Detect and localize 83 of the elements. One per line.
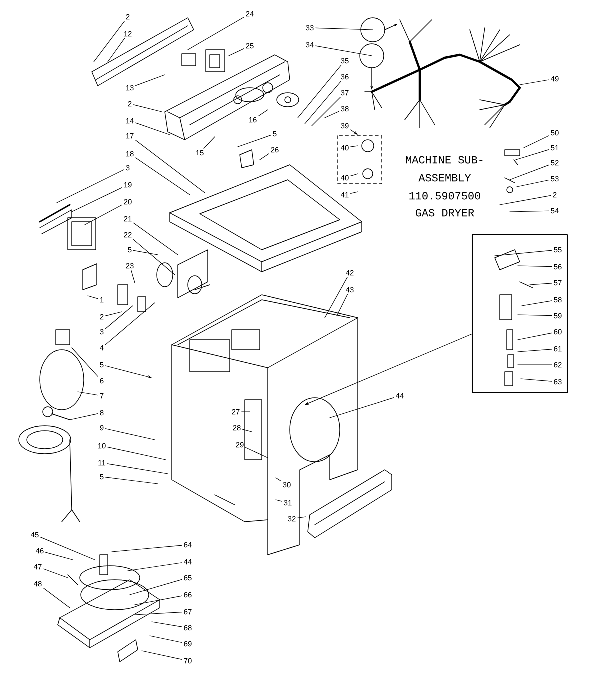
leader-line bbox=[516, 180, 550, 188]
leader-line bbox=[242, 429, 252, 432]
leader-line bbox=[107, 464, 168, 474]
leader-line bbox=[188, 17, 244, 50]
leader-line bbox=[40, 537, 96, 560]
detail-inset-box bbox=[472, 234, 568, 394]
leader-line bbox=[204, 136, 216, 149]
leader-line bbox=[522, 300, 552, 306]
leader-line bbox=[330, 398, 394, 418]
leader-line bbox=[518, 314, 552, 316]
assembly-title: ASSEMBLY bbox=[418, 174, 472, 182]
leader-line bbox=[84, 204, 122, 226]
leader-line bbox=[134, 596, 182, 606]
leader-line bbox=[44, 588, 70, 608]
leader-line bbox=[105, 477, 158, 484]
leader-line bbox=[112, 545, 182, 552]
leader-line bbox=[108, 446, 166, 460]
leader-line bbox=[350, 130, 358, 135]
leader-line bbox=[72, 188, 122, 212]
leader-line bbox=[494, 250, 552, 256]
leader-line bbox=[530, 283, 552, 286]
leader-line bbox=[316, 28, 374, 30]
leader-line bbox=[260, 154, 270, 160]
leader-line bbox=[316, 46, 372, 56]
assembly-title: GAS DRYER bbox=[416, 209, 474, 217]
leader-line bbox=[228, 48, 244, 56]
leader-line bbox=[312, 97, 341, 126]
leader-line bbox=[238, 135, 272, 148]
leader-line bbox=[108, 38, 126, 62]
leader-line bbox=[128, 562, 182, 572]
leader-line bbox=[130, 270, 136, 284]
connector-arrow bbox=[305, 334, 472, 405]
leader-line bbox=[336, 294, 348, 316]
leader-line bbox=[510, 164, 550, 180]
leader-line bbox=[133, 104, 162, 112]
leader-line bbox=[136, 158, 190, 196]
leader-line bbox=[132, 239, 176, 276]
leader-line bbox=[135, 140, 206, 194]
leader-line bbox=[152, 622, 182, 628]
leader-line bbox=[518, 349, 552, 352]
leader-line bbox=[72, 348, 99, 378]
leader-line bbox=[70, 414, 99, 420]
leader-line bbox=[324, 111, 340, 118]
leader-line bbox=[304, 81, 342, 124]
leader-line bbox=[298, 65, 342, 118]
leader-line bbox=[94, 21, 126, 62]
leader-line bbox=[350, 146, 358, 148]
leader-line bbox=[150, 636, 182, 644]
leader-line bbox=[246, 447, 268, 458]
leader-line bbox=[130, 579, 182, 596]
leader-line bbox=[134, 222, 178, 256]
assembly-title: 110.5907500 bbox=[410, 192, 480, 200]
leader-line bbox=[105, 306, 134, 330]
leader-line bbox=[520, 378, 552, 382]
leader-line bbox=[258, 110, 268, 116]
leader-line bbox=[500, 195, 552, 206]
leader-line bbox=[518, 266, 552, 268]
leader-line bbox=[105, 302, 156, 346]
leader-line bbox=[324, 277, 348, 318]
leader-line bbox=[276, 500, 282, 502]
leader-line bbox=[510, 210, 550, 212]
leader-line bbox=[298, 516, 306, 518]
leader-line bbox=[518, 332, 552, 340]
leader-line bbox=[133, 250, 158, 256]
leader-line bbox=[78, 392, 99, 396]
leader-line bbox=[350, 192, 358, 194]
leader-line bbox=[142, 650, 182, 660]
leader-line bbox=[518, 364, 552, 366]
leader-line bbox=[136, 122, 170, 136]
assembly-title: MACHINE SUB- bbox=[406, 156, 483, 164]
leader-line bbox=[134, 612, 182, 616]
leader-line bbox=[105, 428, 156, 440]
leader-line bbox=[46, 552, 74, 560]
leader-line bbox=[88, 296, 99, 300]
leader-line bbox=[520, 80, 550, 86]
leader-line bbox=[350, 174, 358, 176]
leader-line bbox=[56, 170, 125, 204]
leader-line bbox=[516, 150, 550, 160]
leader-line bbox=[276, 478, 282, 482]
leader-line bbox=[524, 136, 550, 148]
leader-line bbox=[105, 312, 122, 316]
leader-line bbox=[44, 568, 68, 578]
leader-line bbox=[136, 74, 166, 86]
